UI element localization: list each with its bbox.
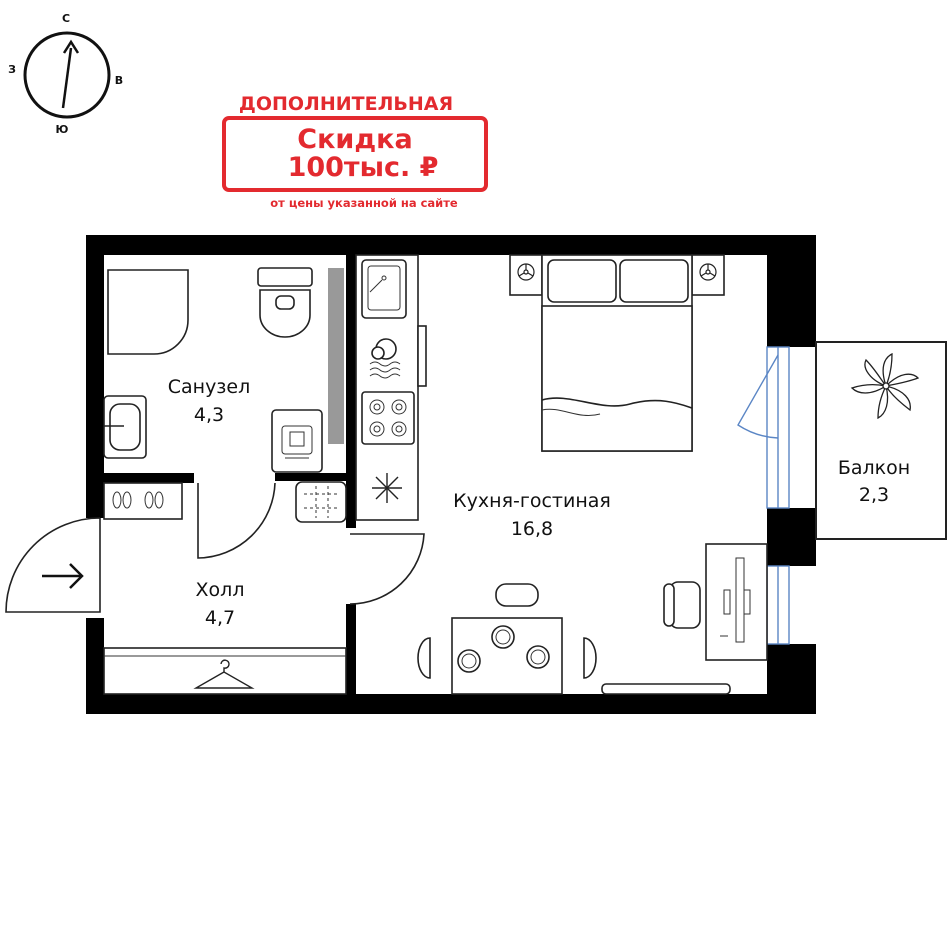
shaft (328, 268, 344, 444)
walls (86, 235, 816, 714)
kitchen-sink-icon (361, 259, 407, 319)
balcony-area: 2,3 (859, 484, 889, 506)
compass-south: Ю (56, 123, 69, 136)
compass-east: В (115, 74, 123, 87)
hall: Холл 4,7 (5, 482, 425, 695)
living-area: 16,8 (511, 518, 553, 540)
promo-stamp: ДОПОЛНИТЕЛЬНАЯ Скидка 100тыс. ₽ от цены … (222, 93, 488, 210)
living-door-swing (349, 533, 425, 605)
shower-tray (107, 269, 189, 355)
wall-bath-bottom-r (275, 473, 346, 481)
bathroom-name: Санузел (168, 376, 251, 398)
promo-frame (222, 116, 488, 192)
wall-hall-stub (346, 604, 356, 694)
wall-bottom (86, 694, 816, 714)
palm-plant-icon (850, 352, 920, 420)
fridge-snowflake-icon (372, 473, 402, 503)
tv-stand (601, 683, 731, 695)
cooktop-icon (361, 391, 415, 445)
wardrobe (103, 647, 347, 695)
hall-name: Холл (196, 579, 245, 601)
compass-needle (61, 47, 73, 109)
nightstand-lamp-icon (517, 263, 717, 281)
bathroom-door-swing (197, 482, 276, 559)
entry-arrow-icon (42, 563, 84, 589)
bed-icon (509, 254, 725, 452)
dishwasher-icon (369, 338, 401, 379)
bathroom-area: 4,3 (194, 404, 224, 426)
wall-bath-bottom (104, 473, 194, 483)
wall-bath-right (346, 255, 356, 528)
washing-machine-icon (271, 409, 323, 473)
promo-line1: Скидка (297, 124, 412, 155)
wall-left-upper (86, 235, 104, 518)
desk-icon (705, 543, 768, 661)
dining-table-icon (417, 583, 597, 695)
compass: С В Ю З (8, 12, 123, 136)
balcony: Балкон 2,3 (815, 341, 947, 540)
promo-headline: ДОПОЛНИТЕЛЬНАЯ (239, 93, 453, 115)
promo-note: от цены указанной на сайте (270, 196, 458, 210)
promo-line2: 100тыс. ₽ (288, 152, 439, 183)
wall-right-upper (767, 235, 816, 347)
balcony-outline (815, 341, 947, 540)
balcony-door-swing (737, 354, 779, 439)
wall-left-lower (86, 618, 104, 714)
toilet-icon (257, 267, 313, 338)
hanger-icon (193, 659, 255, 689)
desk-chair-icon (663, 581, 701, 629)
compass-west: З (8, 63, 16, 76)
bathroom: Санузел 4,3 (103, 267, 323, 559)
compass-north: С (62, 12, 70, 25)
oven-icon (295, 481, 347, 523)
wall-top (86, 235, 816, 255)
hall-area: 4,7 (205, 607, 235, 629)
compass-ring (23, 31, 111, 119)
balcony-name: Балкон (838, 457, 910, 479)
compass-arrow-icon (62, 39, 80, 54)
kitchen-living: Кухня-гостиная 16,8 (295, 254, 768, 695)
shoe-rack-icon (103, 482, 183, 520)
entrance-door-swing (5, 517, 101, 613)
bathroom-sink-icon (103, 395, 147, 459)
wall-right-pier (767, 508, 816, 566)
living-name: Кухня-гостиная (453, 490, 611, 512)
wall-right-lower (767, 644, 816, 714)
